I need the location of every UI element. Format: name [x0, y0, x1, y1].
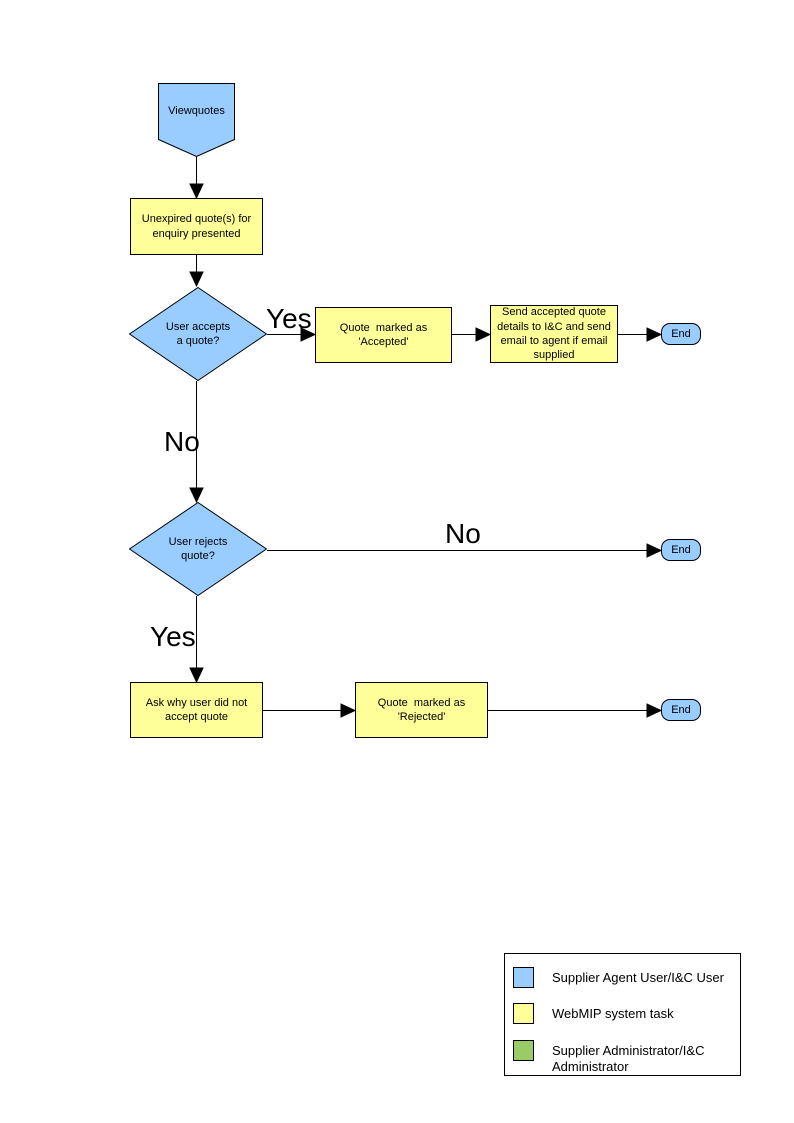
process-ask-why-label: Ask why user did not accept quote	[145, 696, 248, 723]
process-unexpired-label: Unexpired quote(s) for enquiry presented	[141, 213, 252, 240]
edge-askwhy-to-rejected	[263, 703, 357, 718]
legend-item-supplier-agent: Supplier Agent User/I&C User	[513, 967, 724, 988]
legend-swatch-task-icon	[513, 1003, 534, 1024]
legend-swatch-user-icon	[513, 967, 534, 988]
process-marked-rejected-label: Quote marked as 'Rejected'	[377, 696, 466, 723]
process-send-accepted-details: Send accepted quote details to I&C and s…	[490, 305, 618, 363]
edge-rejected-to-end3	[488, 703, 663, 718]
legend-label-supplier-admin: Supplier Administrator/I&C Administrator	[552, 1043, 705, 1075]
decision-user-rejects-label: User rejects quote?	[168, 535, 228, 562]
process-marked-accepted-label: Quote marked as 'Accepted'	[339, 321, 428, 348]
legend-label-supplier-agent: Supplier Agent User/I&C User	[552, 970, 724, 985]
end-node-rejected-label: End	[671, 704, 691, 716]
edge-rejects-yes	[189, 596, 204, 684]
process-marked-accepted: Quote marked as 'Accepted'	[315, 307, 452, 363]
edge-rejects-no	[267, 543, 663, 558]
process-marked-rejected: Quote marked as 'Rejected'	[355, 682, 488, 738]
end-node-no-reject: End	[661, 539, 701, 561]
diamond-shape	[129, 287, 267, 381]
pentagon-shape	[158, 83, 235, 157]
edge-label-accepts-yes: Yes	[266, 303, 312, 334]
edge-accepted-to-send	[452, 327, 492, 342]
end-node-accepted: End	[661, 323, 701, 345]
edge-accepts-yes	[267, 327, 317, 342]
legend-item-webmip-task: WebMIP system task	[513, 1003, 674, 1024]
end-node-no-reject-label: End	[671, 544, 691, 556]
process-unexpired-quotes: Unexpired quote(s) for enquiry presented	[130, 198, 263, 255]
edge-accepts-no	[189, 381, 204, 504]
decision-user-accepts: User accepts a quote?	[129, 287, 267, 381]
legend-swatch-admin-icon	[513, 1040, 534, 1061]
edge-unexpired-to-accepts	[189, 255, 204, 288]
legend: Supplier Agent User/I&C User WebMIP syst…	[504, 953, 741, 1076]
edge-label-accepts-no: No	[164, 426, 200, 457]
edge-send-to-end1	[618, 327, 663, 342]
decision-user-rejects: User rejects quote?	[129, 502, 267, 596]
decision-user-accepts-label: User accepts a quote?	[165, 320, 231, 347]
edge-start-to-unexpired	[189, 157, 204, 200]
end-node-rejected: End	[661, 699, 701, 721]
legend-label-webmip-task: WebMIP system task	[552, 1006, 674, 1021]
process-send-accepted-label: Send accepted quote details to I&C and s…	[497, 306, 611, 362]
start-node-label: Viewquotes	[168, 105, 225, 118]
edge-label-rejects-yes: Yes	[150, 621, 196, 652]
diamond-shape	[129, 502, 267, 596]
process-ask-why: Ask why user did not accept quote	[130, 682, 263, 738]
edge-label-rejects-no: No	[445, 518, 481, 549]
start-node-viewquotes: Viewquotes	[158, 83, 235, 157]
end-node-accepted-label: End	[671, 328, 691, 340]
legend-item-supplier-admin: Supplier Administrator/I&C Administrator	[513, 1040, 704, 1076]
